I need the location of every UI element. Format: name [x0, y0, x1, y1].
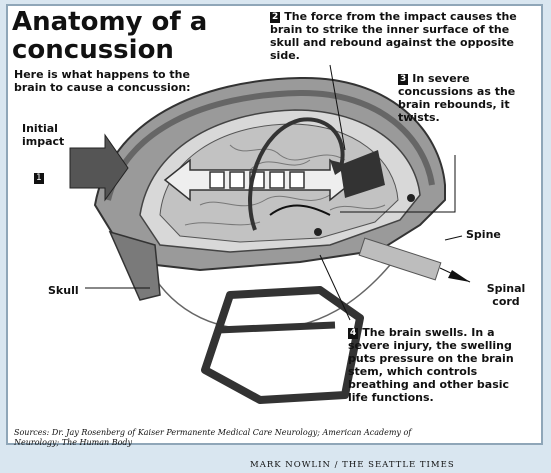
- page-title: Anatomy of a concussion: [12, 8, 242, 64]
- step4-pointer: [320, 255, 350, 320]
- intro-text: Here is what happens to the brain to cau…: [14, 68, 204, 94]
- step-3-number: 3: [398, 74, 408, 85]
- spine-pointer: [445, 236, 462, 240]
- credit-line: MARK NOWLIN / THE SEATTLE TIMES: [250, 460, 455, 470]
- label-skull: Skull: [48, 284, 79, 297]
- label-initial-impact: Initial impact: [22, 122, 92, 148]
- step-2-number: 2: [270, 12, 280, 23]
- step-3-text: In severe concussions as the brain rebou…: [398, 72, 515, 124]
- step-1-number: 1: [34, 173, 44, 184]
- step-2-text: The force from the impact causes the bra…: [270, 10, 517, 62]
- skull-dot-1: [314, 228, 322, 236]
- step-4: 4The brain swells. In a severe injury, t…: [348, 326, 518, 404]
- label-spinal-cord: Spinal cord: [476, 282, 536, 308]
- sources-note: Sources: Dr. Jay Rosenberg of Kaiser Per…: [14, 428, 444, 448]
- skull-dot-2: [407, 194, 415, 202]
- spine: [359, 238, 441, 280]
- spinal-cord-arrow: [448, 270, 470, 282]
- step-3: 3In severe concussions as the brain rebo…: [398, 72, 518, 124]
- step-2: 2The force from the impact causes the br…: [270, 10, 520, 62]
- step-1-marker: 1: [34, 166, 48, 185]
- step-4-number: 4: [348, 328, 358, 339]
- facemask: [205, 290, 360, 400]
- label-spine: Spine: [466, 228, 501, 241]
- step-4-text: The brain swells. In a severe injury, th…: [348, 326, 514, 404]
